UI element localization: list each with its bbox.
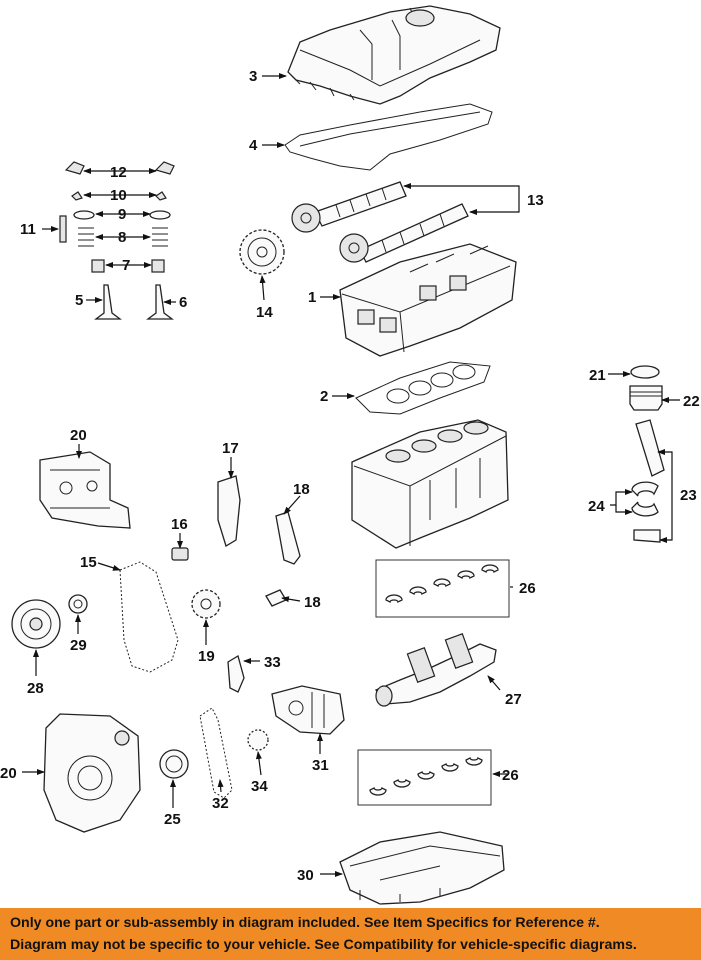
callout-33: 33 <box>264 654 281 671</box>
cam-sprocket <box>239 229 285 275</box>
callout-24: 24 <box>588 498 605 515</box>
callout-19: 19 <box>198 648 215 665</box>
timing-cover-upper <box>39 451 131 529</box>
callout-10: 10 <box>110 187 127 204</box>
callout-5: 5 <box>75 292 83 309</box>
callout-20-lower: 20 <box>0 765 17 782</box>
callout-18-upper: 18 <box>293 481 310 498</box>
callout-21: 21 <box>589 367 606 384</box>
callout-14: 14 <box>256 304 273 321</box>
callout-17: 17 <box>222 440 239 457</box>
piston <box>629 385 663 411</box>
callout-20-upper: 20 <box>70 427 87 444</box>
callout-12: 12 <box>110 164 127 181</box>
engine-parts-diagram: 3 4 13 14 1 2 12 10 9 8 7 11 5 6 20 17 1… <box>0 5 700 905</box>
timing-cover-lower <box>43 713 141 833</box>
disclaimer-line-2: Diagram may not be specific to your vehi… <box>10 937 637 953</box>
engine-block <box>351 419 509 549</box>
callout-1: 1 <box>308 289 316 306</box>
callout-13: 13 <box>527 192 544 209</box>
callout-8: 8 <box>118 229 126 246</box>
callout-31: 31 <box>312 757 329 774</box>
front-seal <box>68 594 88 614</box>
rear-seal <box>159 749 189 779</box>
chain-guide <box>217 475 241 547</box>
callout-28: 28 <box>27 680 44 697</box>
oil-pump <box>271 685 345 735</box>
callout-22: 22 <box>683 393 700 410</box>
piston-rings <box>630 365 660 379</box>
callout-3: 3 <box>249 68 257 85</box>
oil-pump-chain <box>199 707 233 799</box>
leader-lines <box>22 73 680 877</box>
callout-18-lower: 18 <box>304 594 321 611</box>
callout-9: 9 <box>118 206 126 223</box>
oil-pan <box>339 831 505 905</box>
callout-23: 23 <box>680 487 697 504</box>
callout-16: 16 <box>171 516 188 533</box>
callout-30: 30 <box>297 867 314 884</box>
connecting-rod <box>631 419 665 543</box>
head-gasket <box>355 361 491 415</box>
tensioner-arm <box>265 511 301 607</box>
callout-labels: 3 4 13 14 1 2 12 10 9 8 7 11 5 6 20 17 1… <box>0 68 700 884</box>
callout-4: 4 <box>249 137 258 154</box>
callout-6: 6 <box>179 294 187 311</box>
timing-chain <box>119 561 179 673</box>
callout-27: 27 <box>505 691 522 708</box>
callout-2: 2 <box>320 388 328 405</box>
callout-15: 15 <box>80 554 97 571</box>
callout-29: 29 <box>70 637 87 654</box>
callout-34: 34 <box>251 778 268 795</box>
callout-11: 11 <box>20 221 36 238</box>
main-bearings-lower <box>357 749 492 806</box>
valve-cover <box>287 5 501 105</box>
guide-bracket <box>227 655 245 693</box>
crank-pulley <box>11 599 61 649</box>
cylinder-head <box>339 243 517 357</box>
callout-25: 25 <box>164 811 181 828</box>
disclaimer-banner: Only one part or sub-assembly in diagram… <box>0 908 701 960</box>
chain-tensioner <box>171 547 189 561</box>
crankshaft <box>374 633 497 707</box>
main-bearings-upper <box>375 559 510 618</box>
oil-pump-sprocket <box>247 729 269 751</box>
callout-7: 7 <box>122 257 130 274</box>
callout-32: 32 <box>212 795 229 812</box>
callout-26-lower: 26 <box>502 767 519 784</box>
crank-sprocket <box>191 589 221 619</box>
valve-cover-gasket <box>284 103 493 171</box>
camshafts <box>291 181 469 263</box>
callout-26-upper: 26 <box>519 580 536 597</box>
disclaimer-line-1: Only one part or sub-assembly in diagram… <box>10 915 600 931</box>
valvetrain-parts <box>59 161 175 320</box>
